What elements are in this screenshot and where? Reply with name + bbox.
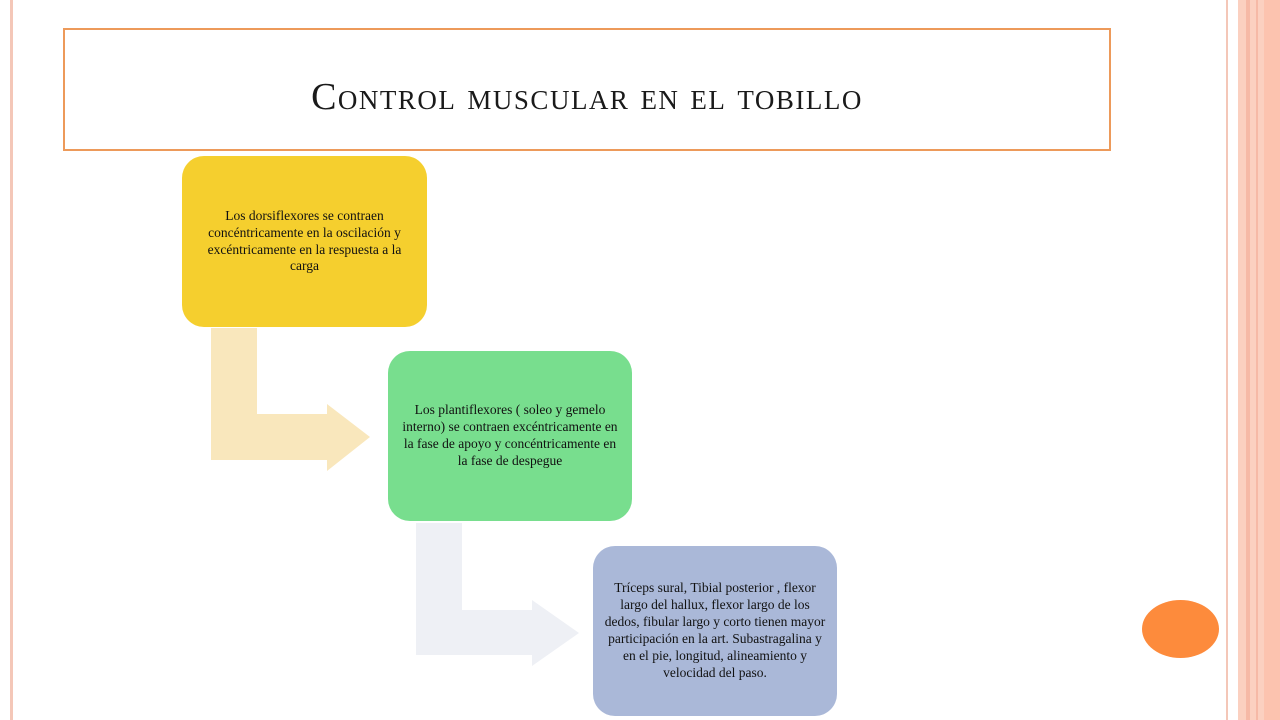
right-border-decoration: [1226, 0, 1228, 720]
right-border-decoration: [1246, 0, 1250, 720]
right-border-decoration: [1256, 0, 1258, 720]
left-border-decoration: [10, 0, 13, 720]
right-border-decoration: [1264, 0, 1280, 720]
step-text-2: Los plantiflexores ( soleo y gemelo inte…: [402, 402, 618, 468]
step-text-3: Tríceps sural, Tibial posterior , flexor…: [604, 580, 826, 680]
step-box-dorsiflexores: Los dorsiflexores se contraen concéntric…: [182, 156, 427, 327]
connector-arrow-1: [211, 328, 370, 471]
slide-title: Control muscular en el tobillo: [311, 76, 863, 118]
connector-arrow-2: [416, 523, 579, 666]
title-box: Control muscular en el tobillo: [63, 28, 1111, 151]
step-text-1: Los dorsiflexores se contraen concéntric…: [207, 207, 402, 274]
step-box-triceps-sural: Tríceps sural, Tibial posterior , flexor…: [593, 546, 837, 716]
orange-circle-decoration: [1142, 600, 1219, 658]
step-box-plantiflexores: Los plantiflexores ( soleo y gemelo inte…: [388, 351, 632, 521]
